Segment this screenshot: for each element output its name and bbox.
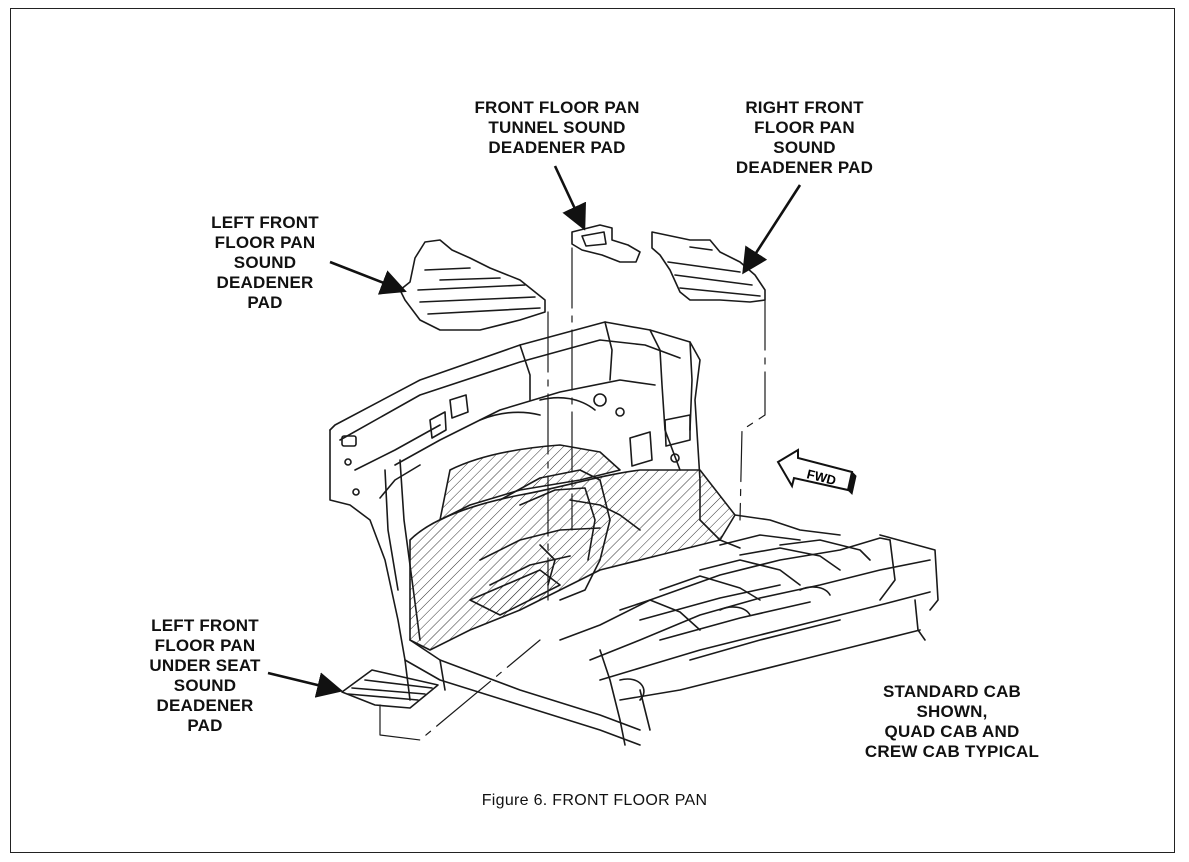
label-line: UNDER SEAT bbox=[149, 656, 261, 675]
label-cab-note: STANDARD CAB SHOWN, QUAD CAB AND CREW CA… bbox=[852, 682, 1052, 762]
label-line: TUNNEL SOUND bbox=[488, 118, 626, 137]
label-line: DEADENER bbox=[216, 273, 314, 292]
label-line: LEFT FRONT bbox=[211, 213, 319, 232]
label-line: FLOOR PAN bbox=[754, 118, 855, 137]
label-left-front-floor-pan-pad: LEFT FRONT FLOOR PAN SOUND DEADENER PAD bbox=[205, 213, 325, 313]
figure-caption: Figure 6. FRONT FLOOR PAN bbox=[481, 792, 708, 809]
right-front-pad-leader bbox=[742, 184, 802, 275]
label-right-front-floor-pan-pad: RIGHT FRONT FLOOR PAN SOUND DEADENER PAD bbox=[722, 98, 887, 178]
rocker-sill bbox=[404, 639, 651, 746]
floor-pan-hatched-area bbox=[409, 444, 736, 651]
left-front-pad-leader bbox=[329, 260, 407, 295]
figure-frame bbox=[10, 8, 1175, 853]
label-line: DEADENER bbox=[156, 696, 254, 715]
center-tunnel bbox=[479, 469, 641, 601]
label-tunnel-sound-deadener-pad: FRONT FLOOR PAN TUNNEL SOUND DEADENER PA… bbox=[462, 98, 652, 158]
front-floor-pan-tunnel-sound-deadener-pad bbox=[571, 224, 641, 263]
label-line: SHOWN, bbox=[916, 702, 988, 721]
label-line: FRONT FLOOR PAN bbox=[474, 98, 640, 117]
left-front-floor-pan-sound-deadener-pad bbox=[399, 239, 546, 331]
label-line: FLOOR PAN bbox=[154, 636, 256, 655]
fwd-label: FWD bbox=[805, 466, 837, 488]
callout-arrows bbox=[267, 165, 802, 698]
label-line: PAD bbox=[247, 293, 283, 312]
label-line: LEFT FRONT bbox=[151, 616, 259, 635]
placement-lines bbox=[379, 247, 766, 741]
cowl-dash-panel bbox=[329, 321, 701, 701]
label-left-front-under-seat-pad: LEFT FRONT FLOOR PAN UNDER SEAT SOUND DE… bbox=[140, 616, 270, 736]
rear-floor-crossmembers bbox=[559, 514, 939, 701]
label-line: STANDARD CAB bbox=[882, 682, 1022, 701]
label-line: DEADENER PAD bbox=[488, 138, 626, 157]
left-front-floor-pan-under-seat-sound-deadener-pad bbox=[341, 669, 439, 709]
label-line: RIGHT FRONT bbox=[745, 98, 864, 117]
label-line: FLOOR PAN bbox=[214, 233, 316, 252]
tunnel-pad-leader bbox=[553, 165, 586, 231]
label-line: PAD bbox=[187, 716, 223, 735]
fwd-arrow-icon: FWD bbox=[776, 448, 857, 495]
label-line: SOUND bbox=[173, 676, 237, 695]
right-front-floor-pan-sound-deadener-pad bbox=[651, 231, 766, 303]
label-line: SOUND bbox=[773, 138, 836, 157]
under-seat-pad-leader bbox=[267, 671, 344, 698]
label-line: DEADENER PAD bbox=[735, 158, 874, 177]
label-line: SOUND bbox=[233, 253, 297, 272]
label-line: CREW CAB TYPICAL bbox=[864, 742, 1040, 761]
label-line: QUAD CAB AND bbox=[884, 722, 1020, 741]
